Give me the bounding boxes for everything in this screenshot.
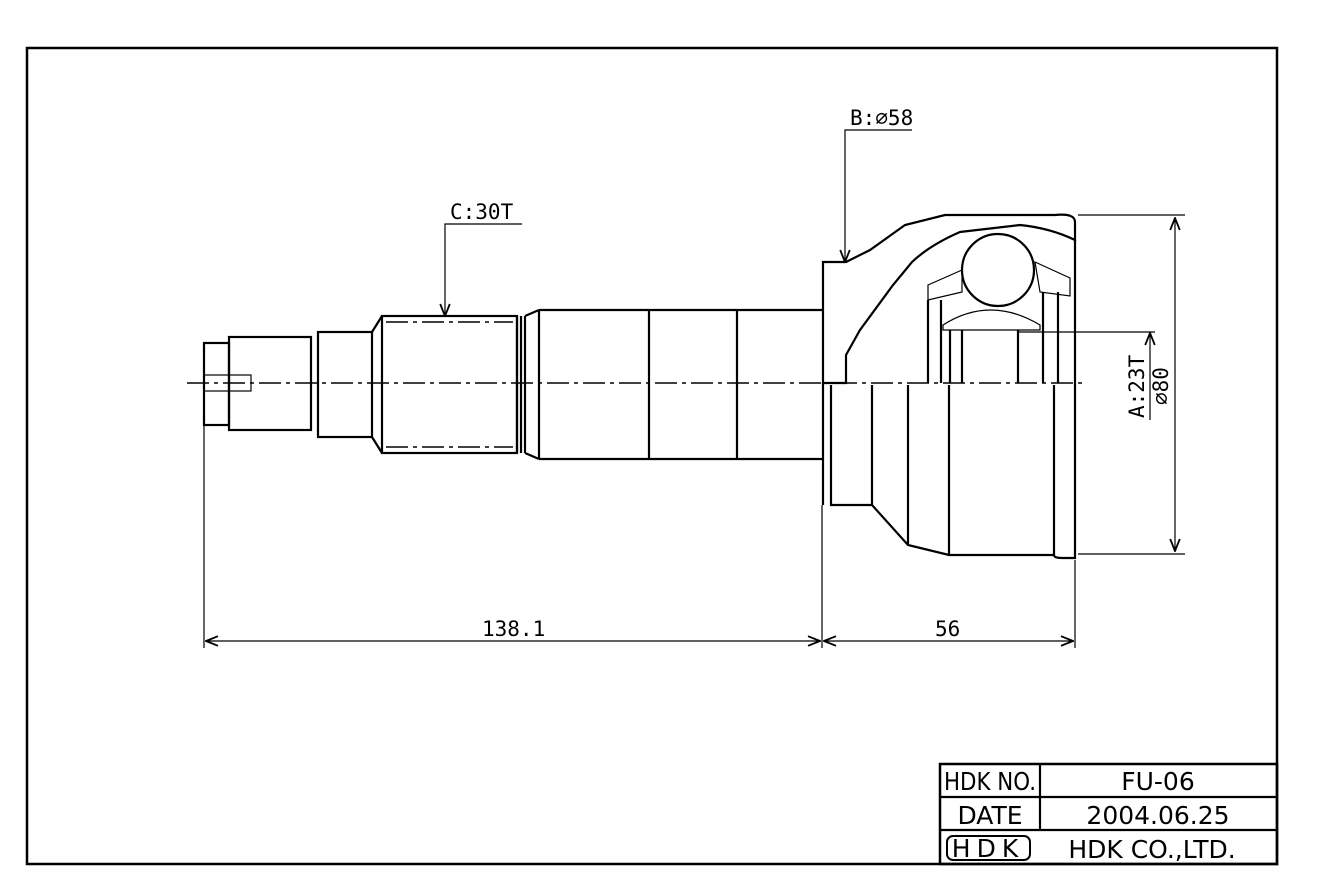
date-label: DATE [957, 801, 1022, 830]
label-length-housing: 56 [935, 617, 960, 641]
label-length-shaft: 138.1 [482, 617, 545, 641]
hdk-logo: HDK [952, 834, 1024, 863]
dimension-outer-diameter [1078, 214, 1185, 555]
part-no-label: HDK NO. [944, 767, 1036, 796]
label-spline-a: A:23T [1125, 354, 1149, 418]
shaft [202, 308, 823, 461]
label-spline-c: C:30T [450, 200, 514, 224]
dimension-lengths: 138.1 56 [203, 425, 1076, 648]
leader-c: C:30T [445, 200, 522, 316]
part-no: FU-06 [1121, 767, 1195, 796]
outer-race-housing [821, 213, 1077, 560]
drawing-border [25, 46, 1279, 866]
company-name: HDK CO.,LTD. [1068, 835, 1235, 864]
label-diameter-outer: ∅80 [1149, 367, 1173, 405]
label-diameter-b: B:∅58 [850, 106, 913, 130]
leader-b: B:∅58 [845, 106, 913, 262]
title-block: HDK NO. FU-06 DATE 2004.06.25 HDK HDK CO… [938, 762, 1279, 866]
dimension-a: A:23T ∅80 [1018, 331, 1173, 420]
date-value: 2004.06.25 [1086, 801, 1229, 830]
